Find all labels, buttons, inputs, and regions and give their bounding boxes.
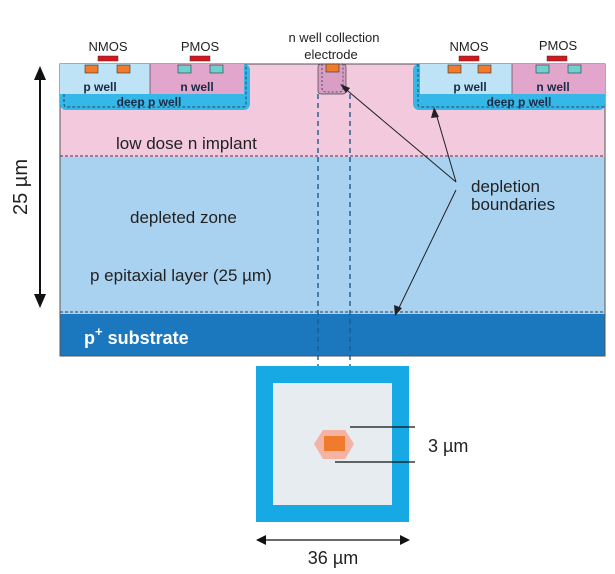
nmos-gate-right [458,55,480,62]
callout-line-electrode [341,85,457,183]
epitaxial-layer [60,157,605,314]
width-arrow-head-right [400,535,410,545]
pixel-size-label: 36 µm [308,548,358,568]
pmos-gate-right [546,55,568,62]
deep-p-well-left-boundary [63,64,247,108]
callout-arrowhead-electrode [340,84,350,93]
n-well-right [512,64,605,94]
collection-electrode-contact [325,63,340,73]
substrate-label-rest: substrate [103,328,189,348]
callout-line-deep-well [434,109,457,183]
depletion-label-line1: depletion [471,177,540,196]
n-well-left-label: n well [180,80,213,94]
collection-depletion-boundary [321,64,344,93]
p-well-right-label: p well [453,80,486,94]
n-well-right-label: n well [536,80,569,94]
callout-line-epi [395,189,457,315]
nmos-label-left: NMOS [89,39,128,54]
callout-arrowhead-epi [394,305,402,316]
nmos-label-right: NMOS [450,39,489,54]
n-well-left [150,64,244,94]
nmos-drain-contact-right [477,64,492,74]
depleted-zone-label: depleted zone [130,208,237,227]
deep-p-well-right-boundary [417,64,605,108]
pmos-drain-contact-right [567,64,582,74]
collection-electrode-label-line2: electrode [304,47,357,62]
pmos-source-contact-right [535,64,550,74]
p-well-right [420,64,512,94]
substrate-layer [60,314,605,356]
deep-p-well-left-label: deep p well [117,95,182,109]
deep-p-well-right-label: deep p well [487,95,552,109]
substrate-label: p+ substrate [84,324,189,348]
thickness-arrow-head-top [34,66,46,80]
pmos-gate-left [189,55,211,62]
substrate-label-plus: + [95,324,103,339]
substrate-label-p: p [84,328,95,348]
callout-arrowhead-deep-well [431,107,439,118]
epitaxial-layer-label: p epitaxial layer (25 µm) [90,266,272,285]
width-arrow-head-left [256,535,266,545]
collection-electrode-label-line1: n well collection [288,30,379,45]
thickness-label: 25 µm [10,159,32,215]
depletion-label-line2: boundaries [471,195,555,214]
pmos-drain-contact-left [209,64,224,74]
p-well-left [60,64,150,94]
nmos-gate-left [97,55,119,62]
pmos-label-left: PMOS [181,39,220,54]
nmos-source-contact-left [84,64,99,74]
pmos-label-right: PMOS [539,38,578,53]
thickness-arrow-head-bottom [34,294,46,308]
electrode-size-label: 3 µm [428,436,468,456]
nmos-drain-contact-left [116,64,131,74]
pmos-source-contact-left [177,64,192,74]
electrode-plan-contact [324,436,345,451]
nmos-source-contact-right [447,64,462,74]
low-dose-implant-label: low dose n implant [116,134,257,153]
p-well-left-label: p well [83,80,116,94]
